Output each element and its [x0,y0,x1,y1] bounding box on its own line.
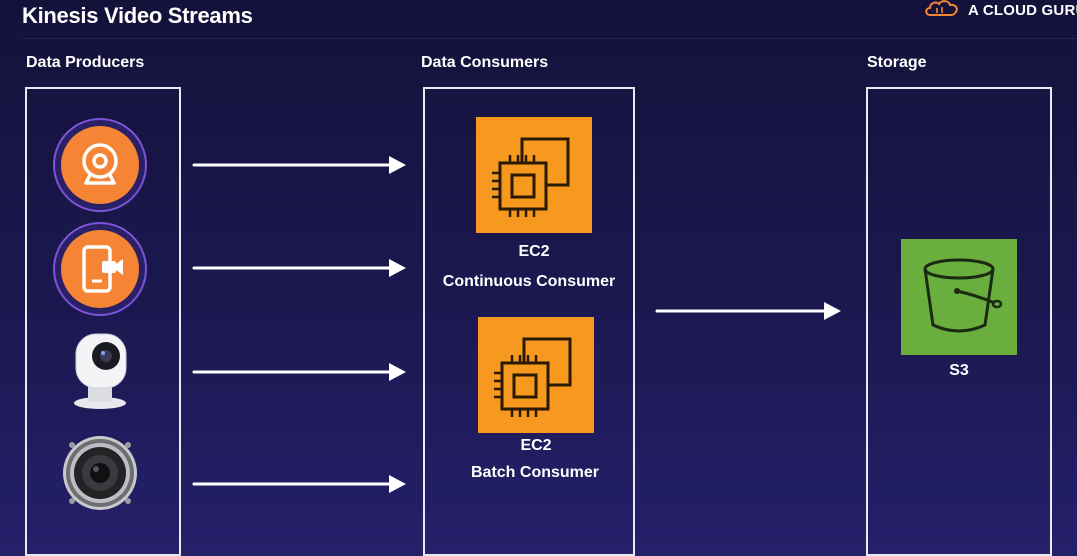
webcam-icon [52,117,148,218]
security-camera-icon [60,330,140,417]
s3-bucket-icon [901,239,1017,360]
flow-arrow-4 [192,474,408,499]
ec2-batch-service: EC2 [520,437,552,454]
consumers-heading: Data Consumers [421,54,549,71]
mobile-video-icon [52,221,148,322]
ec2-continuous-role: Continuous Consumer [442,273,616,290]
brand-name: A CLOUD GURU [968,1,1077,19]
header-divider [22,38,1077,39]
producers-heading: Data Producers [26,54,145,71]
flow-arrow-to-storage [655,301,843,326]
flow-arrow-3 [192,362,408,387]
ec2-icon [476,117,592,238]
s3-label: S3 [949,362,969,379]
flow-arrow-2 [192,258,408,283]
storage-box [866,87,1052,556]
storage-heading: Storage [867,54,927,71]
ec2-icon [478,317,594,438]
consumers-box [423,87,635,556]
producers-box [25,87,181,556]
ec2-batch-role: Batch Consumer [470,464,600,481]
page-title: Kinesis Video Streams [22,3,253,28]
speaker-icon [61,434,139,517]
brand-logo: A CLOUD GURU [924,0,1077,20]
flow-arrow-1 [192,155,408,180]
ec2-continuous-service: EC2 [518,243,550,260]
cloud-logo-icon [924,0,960,22]
